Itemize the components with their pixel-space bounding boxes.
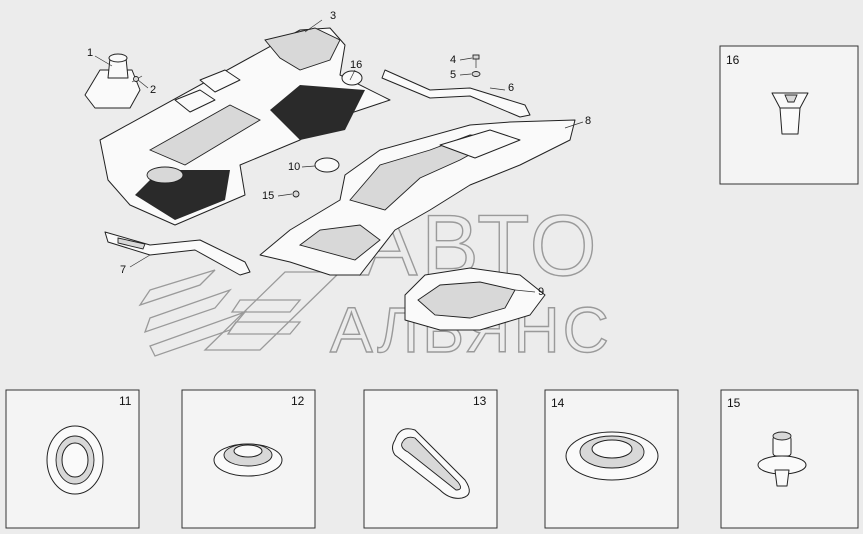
callout-3: 3 — [330, 10, 336, 22]
plug-10 — [314, 157, 340, 173]
callout-6: 6 — [508, 82, 514, 94]
watermark-logo — [138, 269, 342, 357]
bolt-2 — [131, 75, 143, 83]
callout-labels: 1 2 3 4 5 6 7 8 9 10 15 16 — [87, 10, 591, 298]
front-crossmember — [104, 231, 251, 276]
detail-box-12: 12 — [181, 389, 316, 529]
rear-floor-panel — [259, 119, 576, 276]
detail-box-15: 15 — [720, 389, 859, 529]
detail-box-11-number: 11 — [119, 394, 132, 408]
rear-bracket — [381, 69, 531, 118]
callout-4: 4 — [450, 54, 456, 66]
spare-wheel-tub — [404, 267, 546, 331]
ring-grommet-14 — [565, 431, 659, 481]
detail-box-11: 11 — [5, 389, 140, 529]
plug-12-illustration — [213, 443, 283, 477]
bolt-4 — [472, 54, 480, 68]
shift-boot — [84, 53, 141, 109]
ring-grommet-11 — [46, 425, 104, 495]
detail-box-16: 16 — [719, 45, 859, 185]
callout-7: 7 — [120, 264, 126, 276]
callout-15: 15 — [262, 190, 274, 202]
detail-box-14-number: 14 — [551, 396, 565, 410]
callout-5: 5 — [450, 69, 456, 81]
detail-box-13-number: 13 — [473, 394, 487, 408]
callout-2: 2 — [150, 84, 156, 96]
callout-16: 16 — [350, 59, 362, 71]
callout-1: 1 — [87, 47, 93, 59]
washer-5 — [471, 71, 481, 77]
grommet-16-illustration — [771, 92, 809, 135]
front-floor-panel — [99, 27, 391, 226]
leader-lines — [94, 19, 584, 293]
callout-8: 8 — [585, 115, 591, 127]
detail-box-12-number: 12 — [291, 394, 305, 408]
detail-box-15-number: 15 — [727, 396, 741, 410]
detail-box-14: 14 — [544, 389, 679, 529]
detail-box-13: 13 — [363, 389, 498, 529]
detail-box-16-number: 16 — [726, 53, 740, 67]
callout-10: 10 — [288, 161, 300, 173]
oval-grommet-13 — [392, 428, 470, 499]
clip-15-small — [292, 190, 300, 198]
callout-9: 9 — [538, 286, 544, 298]
clip-15-illustration — [757, 431, 807, 487]
